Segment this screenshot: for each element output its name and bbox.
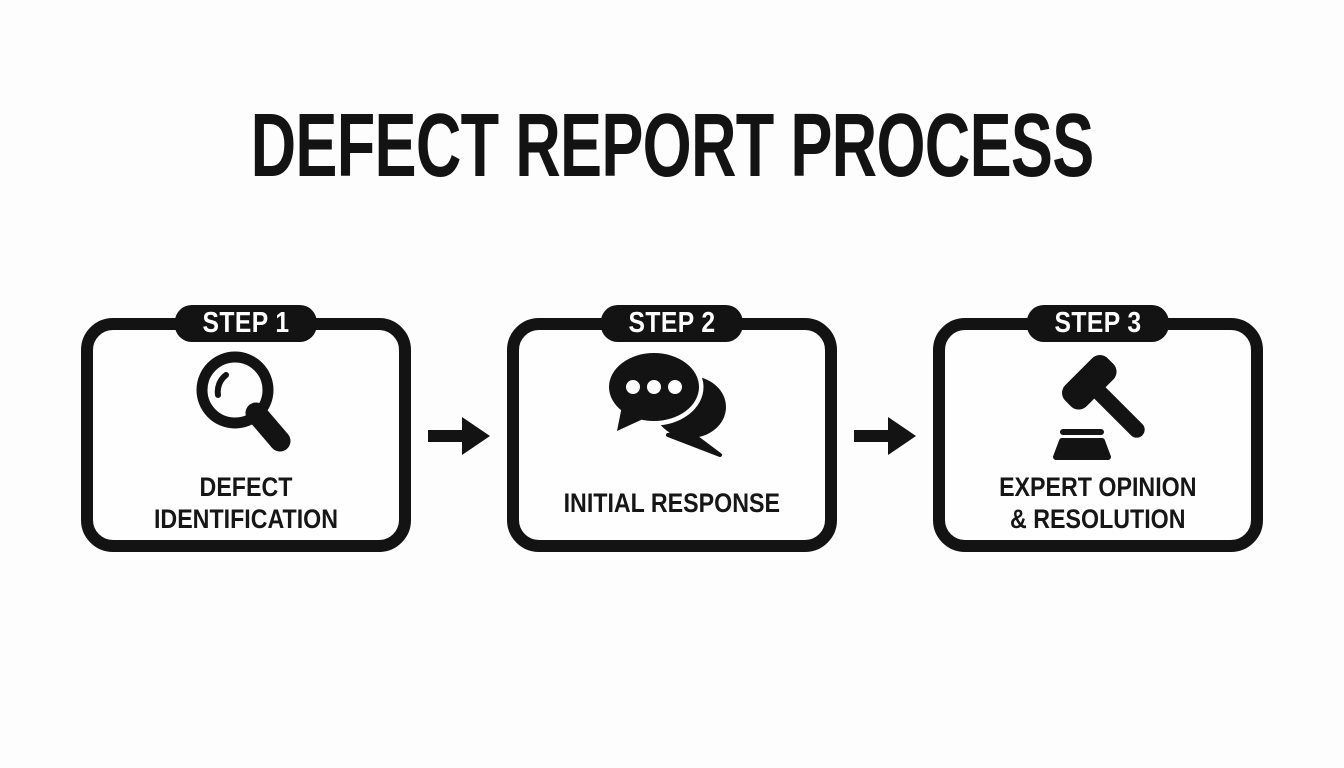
step-3-badge: STEP 3 bbox=[1026, 305, 1170, 342]
step-card-2: STEP 2 INITIAL RESPONS bbox=[507, 305, 837, 552]
page-title-text: DEFECT REPORT PROCESS bbox=[250, 96, 1095, 196]
step-2-caption-line-1: INITIAL RESPONSE bbox=[563, 488, 781, 518]
process-flow: STEP 1 DEFECT IDENTIFICATION STEP 2 bbox=[0, 305, 1344, 552]
step-3-caption-line-1: EXPERT OPINION bbox=[999, 472, 1197, 502]
step-1-badge-label: STEP 1 bbox=[202, 307, 290, 339]
step-2-body: INITIAL RESPONSE bbox=[519, 330, 825, 540]
step-3-caption: EXPERT OPINION & RESOLUTION bbox=[983, 470, 1213, 536]
step-2-badge: STEP 2 bbox=[600, 305, 744, 342]
step-1-body: DEFECT IDENTIFICATION bbox=[93, 330, 399, 540]
magnifier-icon bbox=[190, 344, 302, 468]
step-1-caption-line-2: IDENTIFICATION bbox=[153, 504, 339, 534]
step-3-badge-label: STEP 3 bbox=[1054, 307, 1142, 339]
chat-bubbles-icon bbox=[602, 344, 742, 468]
step-1-caption-line-1: DEFECT bbox=[199, 472, 293, 502]
step-2-badge-label: STEP 2 bbox=[628, 307, 716, 339]
arrow-right-icon bbox=[854, 415, 916, 455]
step-3-caption-line-2: & RESOLUTION bbox=[1010, 504, 1186, 534]
step-1-badge: STEP 1 bbox=[174, 305, 318, 342]
arrow-right-icon bbox=[428, 415, 490, 455]
step-3-body: EXPERT OPINION & RESOLUTION bbox=[945, 330, 1251, 540]
page-title: DEFECT REPORT PROCESS bbox=[0, 100, 1344, 192]
step-2-caption: INITIAL RESPONSE bbox=[546, 470, 798, 536]
step-card-1: STEP 1 DEFECT IDENTIFICATION bbox=[81, 305, 411, 552]
gavel-icon bbox=[1028, 344, 1168, 468]
step-card-3: STEP 3 EXPERT OPINION & RESOLUTION bbox=[933, 305, 1263, 552]
step-1-caption: DEFECT IDENTIFICATION bbox=[139, 470, 353, 536]
